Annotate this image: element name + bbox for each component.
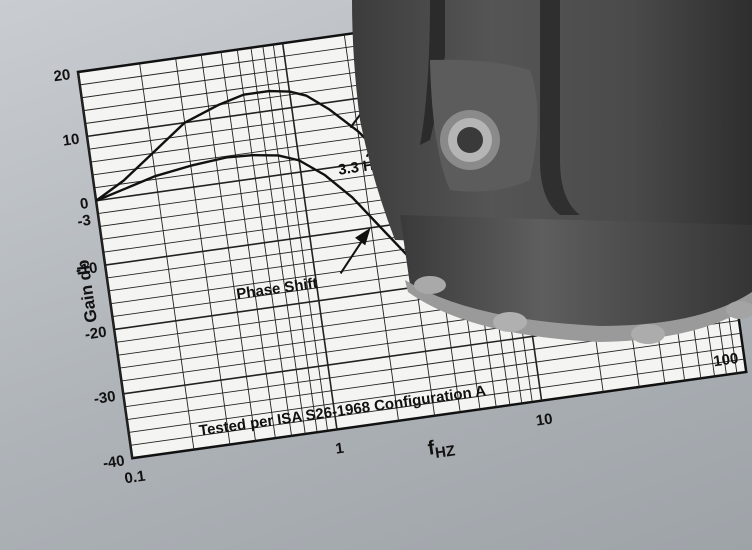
grid-line-horizontal [130, 358, 745, 446]
x-tick-label: 0.1 [123, 468, 146, 488]
x-axis-title-sub: HZ [434, 442, 456, 462]
x-axis-title: fHZ [426, 434, 456, 462]
housing-bolt-2 [493, 312, 527, 332]
housing-bolt-3 [631, 324, 665, 344]
housing-port-hole [457, 127, 483, 153]
y-tick-label: -40 [102, 452, 126, 472]
grid-line-horizontal [128, 345, 743, 433]
y-tick-label: 10 [62, 131, 81, 150]
actuator-housing-image [352, 0, 752, 344]
y-tick-label: -10 [75, 259, 99, 279]
x-axis-title-main: f [426, 437, 436, 460]
arrow-phase-head [355, 227, 371, 246]
y-tick-label: 20 [53, 66, 72, 85]
housing-bolt-1 [414, 276, 446, 294]
grid-line-horizontal [126, 332, 741, 421]
housing-base-rim [405, 280, 752, 342]
x-tick-label: 1 [334, 440, 345, 458]
housing-bolt-4 [726, 301, 752, 319]
x-tick-label: 100 [712, 350, 739, 370]
housing-right-ridge [540, 0, 580, 215]
y-tick-label: -20 [84, 324, 108, 344]
y-tick-label: -30 [93, 388, 117, 408]
y-tick-label: 0 [79, 195, 90, 213]
housing-base [400, 215, 752, 335]
x-tick-label: 10 [535, 410, 554, 429]
y-tick-label-extra: -3 [76, 212, 92, 231]
